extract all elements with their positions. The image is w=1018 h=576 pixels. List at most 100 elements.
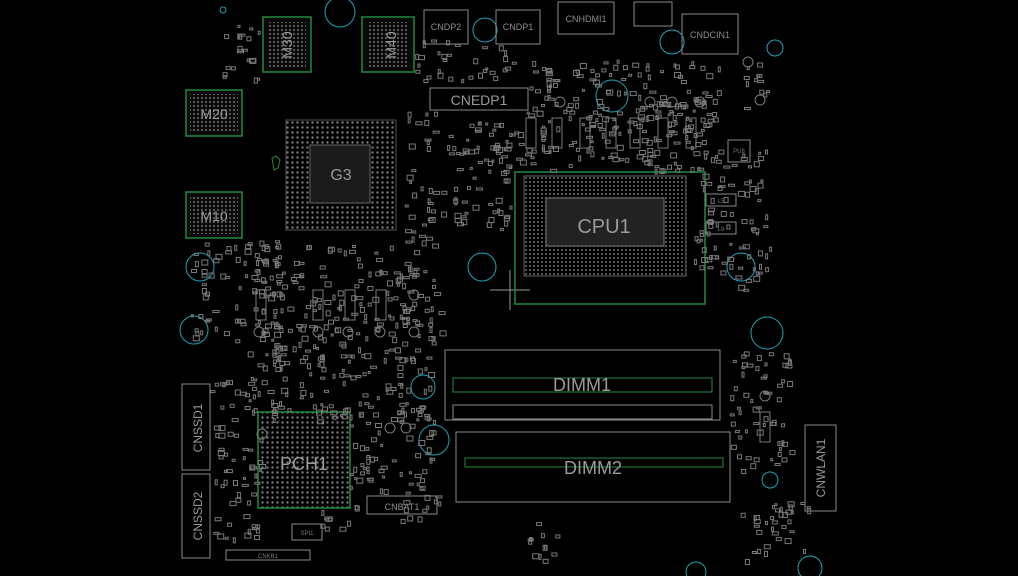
passive-footprint [280,308,284,314]
passive-footprint [461,219,468,226]
passive-footprint [192,335,200,342]
passive-footprint [404,204,409,208]
passive-footprint [702,173,710,180]
passive-footprint [226,246,232,252]
passive-footprint [341,368,345,372]
passive-footprint [529,86,534,91]
passive-footprint [759,89,765,95]
passive-footprint [546,68,552,72]
passive-footprint [601,68,607,73]
cpu-cpu1: CPU1 [514,171,706,305]
passive-footprint [590,151,595,158]
passive-footprint [484,158,489,162]
passive-footprint [735,275,743,280]
passive-components [190,24,812,565]
passive-footprint [563,109,568,114]
passive-footprint [487,161,493,166]
passive-footprint [231,458,236,462]
passive-footprint [498,45,504,52]
passive-footprint [763,416,769,423]
passive-footprint [419,405,427,409]
passive-footprint [452,146,457,152]
passive-footprint [647,159,653,163]
passive-footprint [415,69,421,74]
passive-footprint [612,157,620,163]
passive-footprint [689,119,693,123]
passive-footprint [547,89,552,94]
passive-footprint [300,389,307,396]
passive-footprint [250,466,258,470]
passive-footprint [389,245,394,251]
mounting-hole [750,316,784,350]
passive-footprint [380,443,384,447]
passive-footprint [368,271,372,278]
passive-footprint [290,277,297,281]
passive-footprint [243,514,251,520]
passive-footprint [623,91,627,96]
passive-footprint [461,79,465,84]
round-component [342,326,354,338]
passive-footprint [234,244,238,251]
passive-footprint [364,314,368,321]
passive-footprint [653,136,657,143]
passive-footprint [340,414,343,418]
passive-footprint [402,276,410,280]
passive-footprint [428,372,436,378]
passive-footprint [528,113,536,118]
passive-footprint [468,75,474,80]
passive-footprint [475,187,483,191]
passive-footprint [406,387,412,394]
passive-footprint [373,412,380,418]
passive-footprint [789,450,796,456]
passive-footprint [764,362,768,367]
passive-footprint [757,182,764,189]
passive-footprint [402,324,408,328]
passive-footprint [279,328,284,333]
passive-footprint [386,290,390,296]
passive-footprint [419,234,426,238]
passive-footprint [294,260,300,266]
passive-footprint [427,202,434,205]
passive-footprint [516,157,524,161]
passive-footprint [274,331,282,338]
passive-footprint [621,78,627,81]
passive-footprint [608,131,616,137]
passive-footprint [339,372,345,378]
spi1-chip: SPI1 [291,523,323,541]
passive-footprint [316,409,322,416]
passive-footprint [731,163,738,167]
dimm1-label: DIMM1 [553,375,611,395]
passive-footprint [492,128,497,132]
passive-footprint [347,520,352,527]
passive-footprint [680,104,686,110]
passive-footprint [612,118,616,122]
passive-footprint [356,375,362,378]
passive-footprint [738,410,742,416]
passive-footprint [787,381,794,387]
passive-footprint [417,63,421,68]
passive-footprint [745,456,752,461]
passive-footprint [757,271,763,275]
passive-footprint [751,551,757,554]
passive-footprint [279,401,282,408]
cpu1-label: CPU1 [577,216,630,238]
passive-footprint [365,336,369,342]
passive-footprint [222,383,226,388]
passive-footprint [309,372,313,377]
passive-footprint [285,392,289,398]
passive-footprint [247,500,252,506]
passive-footprint [602,106,610,111]
passive-footprint [380,465,388,470]
passive-footprint [432,130,440,134]
passive-footprint [448,76,454,82]
passive-footprint [332,294,336,301]
passive-footprint [575,69,580,74]
passive-footprint [662,102,670,107]
passive-footprint [759,263,762,270]
passive-footprint [568,163,573,168]
passive-footprint [684,125,691,132]
passive-footprint [755,366,760,372]
passive-footprint [362,372,367,377]
passive-footprint [637,114,645,121]
passive-footprint [604,139,611,144]
